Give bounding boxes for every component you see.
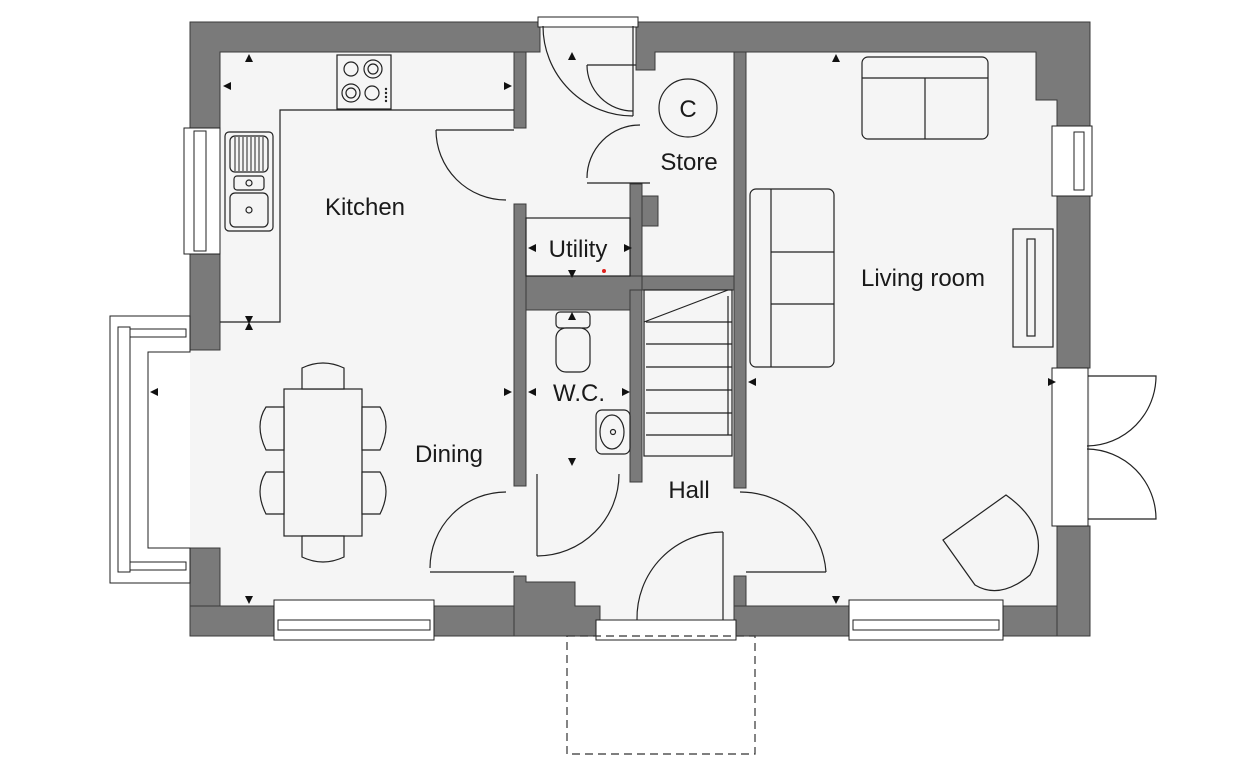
room-label-kitchen: Kitchen xyxy=(325,194,405,221)
basin-icon xyxy=(595,409,631,455)
living-window-right xyxy=(1051,125,1093,197)
room-label-wc: W.C. xyxy=(553,380,605,407)
room-label-store: Store xyxy=(660,149,717,176)
wc-door xyxy=(536,473,620,557)
staircase xyxy=(643,289,733,457)
living-door xyxy=(739,491,827,573)
sofa-two-seater xyxy=(861,56,989,140)
kitchen-window xyxy=(183,127,221,255)
bay-window xyxy=(109,315,191,584)
dimension-markers xyxy=(150,52,1056,604)
utility-unit xyxy=(525,217,631,277)
cylinder-icon: C xyxy=(658,78,718,138)
tv-unit xyxy=(1012,228,1054,348)
room-label-utility: Utility xyxy=(549,236,608,263)
porch-outline xyxy=(566,635,756,755)
dining-door xyxy=(429,491,514,573)
armchair xyxy=(942,494,1039,592)
internal-walls xyxy=(513,51,747,489)
room-label-hall: Hall xyxy=(668,477,709,504)
front-door xyxy=(595,531,737,641)
sofa-three-seater xyxy=(749,188,835,368)
store-door xyxy=(586,124,650,184)
dining-table xyxy=(259,362,387,563)
rear-door xyxy=(537,16,639,117)
toilet-icon xyxy=(555,311,591,373)
sink-icon xyxy=(224,131,274,232)
kitchen-door xyxy=(435,129,514,201)
svg-text:C: C xyxy=(679,96,696,123)
dining-window xyxy=(273,599,435,641)
hob-icon xyxy=(336,54,392,110)
patio-doors xyxy=(1051,367,1157,527)
living-window-bottom xyxy=(848,599,1004,641)
room-label-dining: Dining xyxy=(415,441,483,468)
room-label-living: Living room xyxy=(861,265,985,292)
